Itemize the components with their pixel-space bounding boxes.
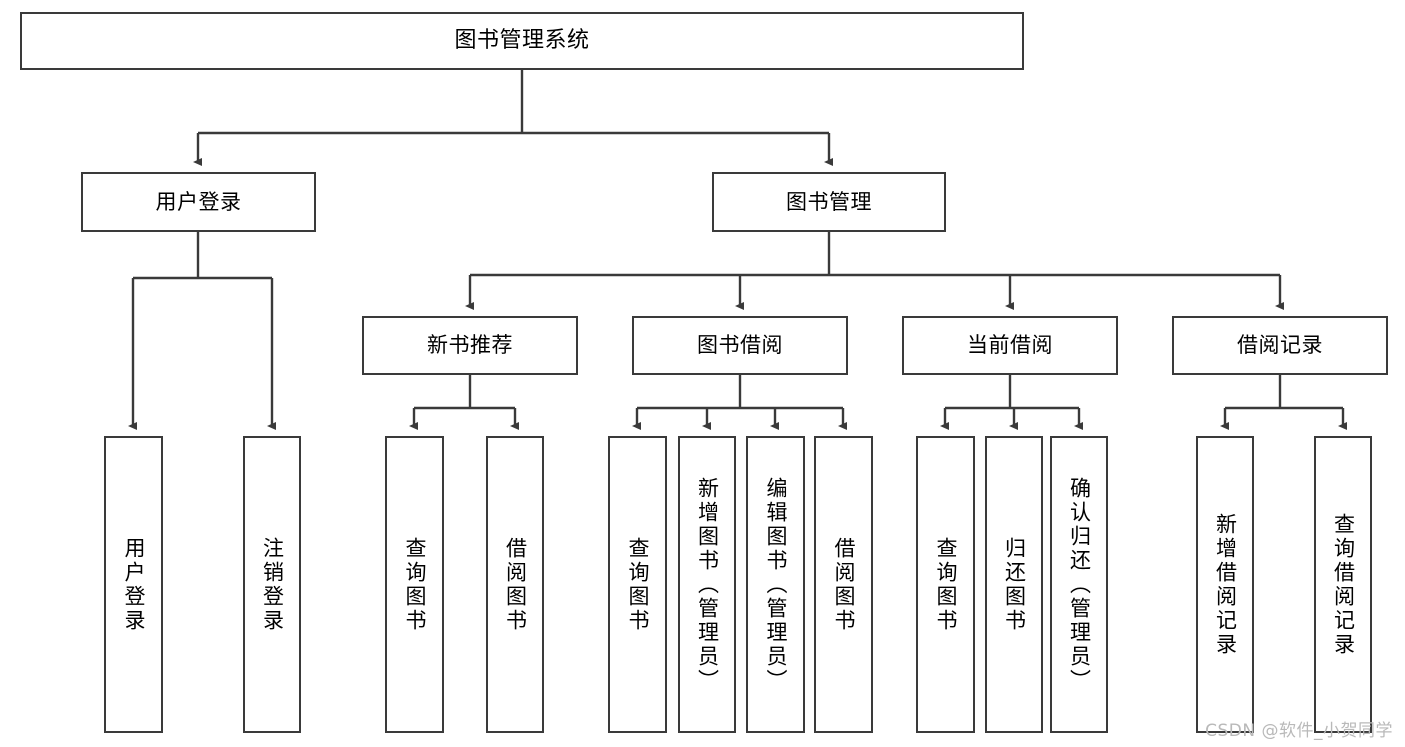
node-root[interactable]: 图书管理系统 xyxy=(20,12,1024,70)
node-book-manage-label: 图书管理 xyxy=(786,189,872,214)
watermark: CSDN @软件_小贺同学 xyxy=(1205,721,1393,741)
node-leaf-confirm-return[interactable]: 确认归还（管理员） xyxy=(1050,436,1108,733)
node-leaf-query-book-2-label: 查询图书 xyxy=(626,536,650,633)
node-user-login[interactable]: 用户登录 xyxy=(81,172,316,232)
node-user-login-label: 用户登录 xyxy=(155,189,242,214)
node-leaf-edit-book[interactable]: 编辑图书（管理员） xyxy=(746,436,805,733)
node-leaf-user-login[interactable]: 用户登录 xyxy=(104,436,163,733)
node-leaf-borrow-book-2[interactable]: 借阅图书 xyxy=(814,436,873,733)
node-leaf-confirm-return-label: 确认归还（管理员） xyxy=(1067,476,1092,693)
node-new-book-recommend-label: 新书推荐 xyxy=(427,333,513,358)
node-leaf-add-book[interactable]: 新增图书（管理员） xyxy=(678,436,736,733)
node-leaf-query-record[interactable]: 查询借阅记录 xyxy=(1314,436,1372,733)
node-leaf-return-book[interactable]: 归还图书 xyxy=(985,436,1043,733)
node-leaf-query-book-1-label: 查询图书 xyxy=(403,536,427,633)
node-book-borrow[interactable]: 图书借阅 xyxy=(632,316,848,375)
node-leaf-logout-label: 注销登录 xyxy=(260,536,285,633)
node-leaf-query-book-2[interactable]: 查询图书 xyxy=(608,436,667,733)
node-leaf-query-book-1[interactable]: 查询图书 xyxy=(385,436,444,733)
node-leaf-borrow-book-1-label: 借阅图书 xyxy=(503,536,528,633)
node-root-label: 图书管理系统 xyxy=(454,28,590,54)
node-borrow-record-label: 借阅记录 xyxy=(1237,333,1323,358)
node-leaf-borrow-book-2-label: 借阅图书 xyxy=(832,536,856,633)
node-leaf-add-record-label: 新增借阅记录 xyxy=(1213,512,1238,657)
node-leaf-user-login-label: 用户登录 xyxy=(122,536,146,633)
node-leaf-logout[interactable]: 注销登录 xyxy=(243,436,301,733)
node-leaf-add-record[interactable]: 新增借阅记录 xyxy=(1196,436,1254,733)
node-borrow-record[interactable]: 借阅记录 xyxy=(1172,316,1388,375)
node-leaf-query-book-3-label: 查询图书 xyxy=(934,536,958,633)
node-current-borrow-label: 当前借阅 xyxy=(967,333,1053,358)
node-new-book-recommend[interactable]: 新书推荐 xyxy=(362,316,578,375)
node-leaf-add-book-label: 新增图书（管理员） xyxy=(695,476,720,693)
node-current-borrow[interactable]: 当前借阅 xyxy=(902,316,1118,375)
node-leaf-edit-book-label: 编辑图书（管理员） xyxy=(764,476,788,693)
node-book-borrow-label: 图书借阅 xyxy=(697,333,783,358)
node-leaf-query-book-3[interactable]: 查询图书 xyxy=(916,436,975,733)
node-book-manage[interactable]: 图书管理 xyxy=(712,172,946,232)
node-leaf-return-book-label: 归还图书 xyxy=(1002,536,1027,633)
node-leaf-query-record-label: 查询借阅记录 xyxy=(1331,512,1356,657)
node-leaf-borrow-book-1[interactable]: 借阅图书 xyxy=(486,436,544,733)
